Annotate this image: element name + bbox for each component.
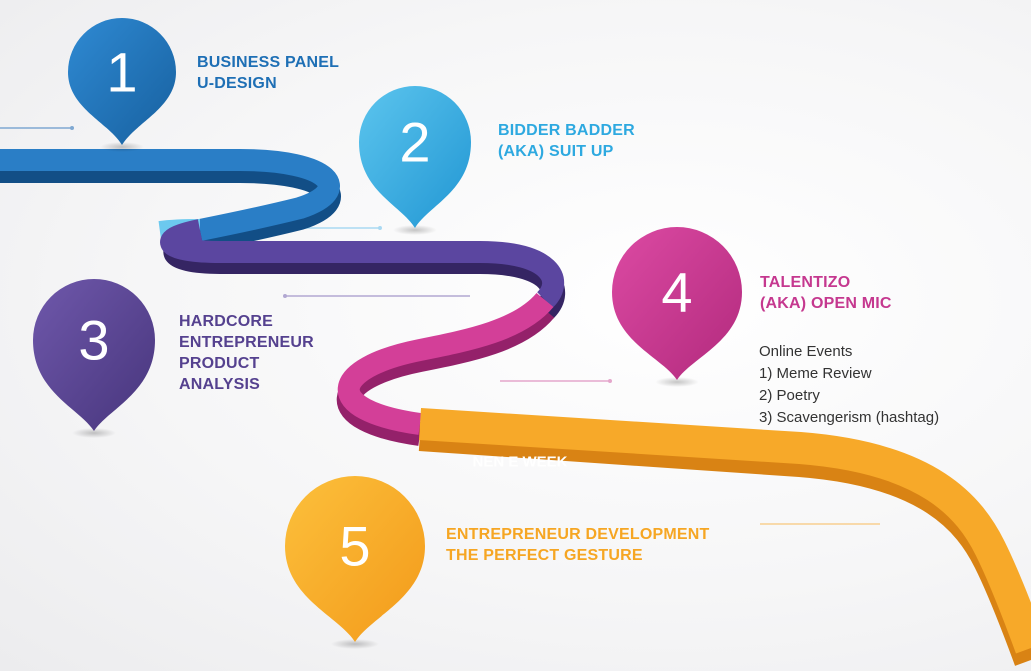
pin-1-number: 1 <box>106 41 137 104</box>
online-event-item: 3) Scavengerism (hashtag) <box>759 409 940 426</box>
step-4-title-line: (AKA) OPEN MIC <box>760 295 892 312</box>
step-4-title-line: TALENTIZO <box>760 274 851 291</box>
step-5-title: ENTREPRENEUR DEVELOPMENT THE PERFECT GES… <box>446 524 710 566</box>
online-event-item: 1) Meme Review <box>759 365 872 382</box>
pin-4-number: 4 <box>661 261 692 324</box>
pin-2: 2 <box>359 86 471 235</box>
step-2-title-line: BIDDER BADDER <box>498 122 635 139</box>
step-1-title: BUSINESS PANEL U-DESIGN <box>197 52 339 94</box>
online-event-item: 2) Poetry <box>759 387 820 404</box>
step-3-title-line: PRODUCT <box>179 355 260 372</box>
step-2-title: BIDDER BADDER (AKA) SUIT UP <box>498 120 635 162</box>
online-events-list: Online Events 1) Meme Review 2) Poetry 3… <box>759 341 939 429</box>
step-1-title-line: U-DESIGN <box>197 75 277 92</box>
road-label: NEN E WEEK <box>472 454 567 471</box>
step-3-title-line: HARDCORE <box>179 313 274 330</box>
pin-5: 5 <box>285 476 425 649</box>
step-3-title: HARDCORE ENTREPRENEUR PRODUCT ANALYSIS <box>179 311 314 395</box>
online-events-heading: Online Events <box>759 343 853 360</box>
step-1-title-line: BUSINESS PANEL <box>197 54 340 71</box>
step-3-title-line: ANALYSIS <box>179 376 261 393</box>
pin-1: 1 <box>68 18 176 152</box>
step-4-title: TALENTIZO (AKA) OPEN MIC <box>760 272 892 314</box>
pin-2-number: 2 <box>399 111 430 174</box>
pin-4: 4 <box>612 227 742 387</box>
pin-3-number: 3 <box>78 309 109 372</box>
step-2-title-line: (AKA) SUIT UP <box>498 143 614 160</box>
step-5-title-line: ENTREPRENEUR DEVELOPMENT <box>446 526 710 543</box>
pin-5-number: 5 <box>339 515 370 578</box>
step-3-title-line: ENTREPRENEUR <box>179 334 314 351</box>
step-5-title-line: THE PERFECT GESTURE <box>446 547 643 564</box>
pin-3: 3 <box>32 278 155 438</box>
winding-road <box>0 149 1031 666</box>
